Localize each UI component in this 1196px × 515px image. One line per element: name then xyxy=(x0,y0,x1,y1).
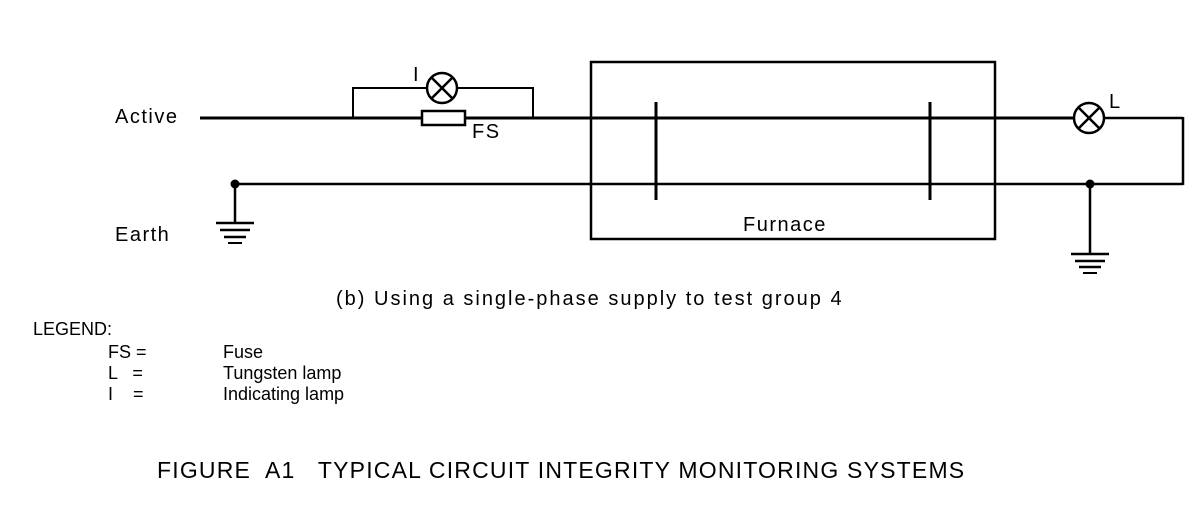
earth-ground-icon-left xyxy=(216,221,254,244)
active-label: Active xyxy=(115,106,179,128)
tungsten-lamp-icon xyxy=(1072,101,1106,135)
legend-description: Tungsten lamp xyxy=(223,363,342,383)
earth-ground-icon-right xyxy=(1071,252,1109,274)
legend-code: FS = xyxy=(108,342,147,362)
fuse-label: FS xyxy=(472,121,501,143)
fuse-symbol xyxy=(420,109,467,127)
legend-code: L = xyxy=(108,363,143,383)
furnace-box xyxy=(589,60,997,241)
legend-description: Fuse xyxy=(223,342,264,362)
indicating-lamp-icon xyxy=(425,71,459,105)
legend-heading: LEGEND: xyxy=(33,319,113,339)
indicating-lamp-bypass-right xyxy=(458,87,534,118)
figure-title: FIGURE A1 TYPICAL CIRCUIT INTEGRITY MONI… xyxy=(157,457,966,483)
legend-code: I = xyxy=(108,384,144,404)
legend-description: Indicating lamp xyxy=(223,384,345,404)
earth-label: Earth xyxy=(115,224,171,246)
indicating-lamp-label: I xyxy=(413,64,421,86)
diagram-caption: (b) Using a single-phase supply to test … xyxy=(336,288,844,310)
tungsten-lamp-label: L xyxy=(1109,91,1122,113)
furnace-label: Furnace xyxy=(743,214,827,236)
indicating-lamp-bypass xyxy=(352,87,427,118)
